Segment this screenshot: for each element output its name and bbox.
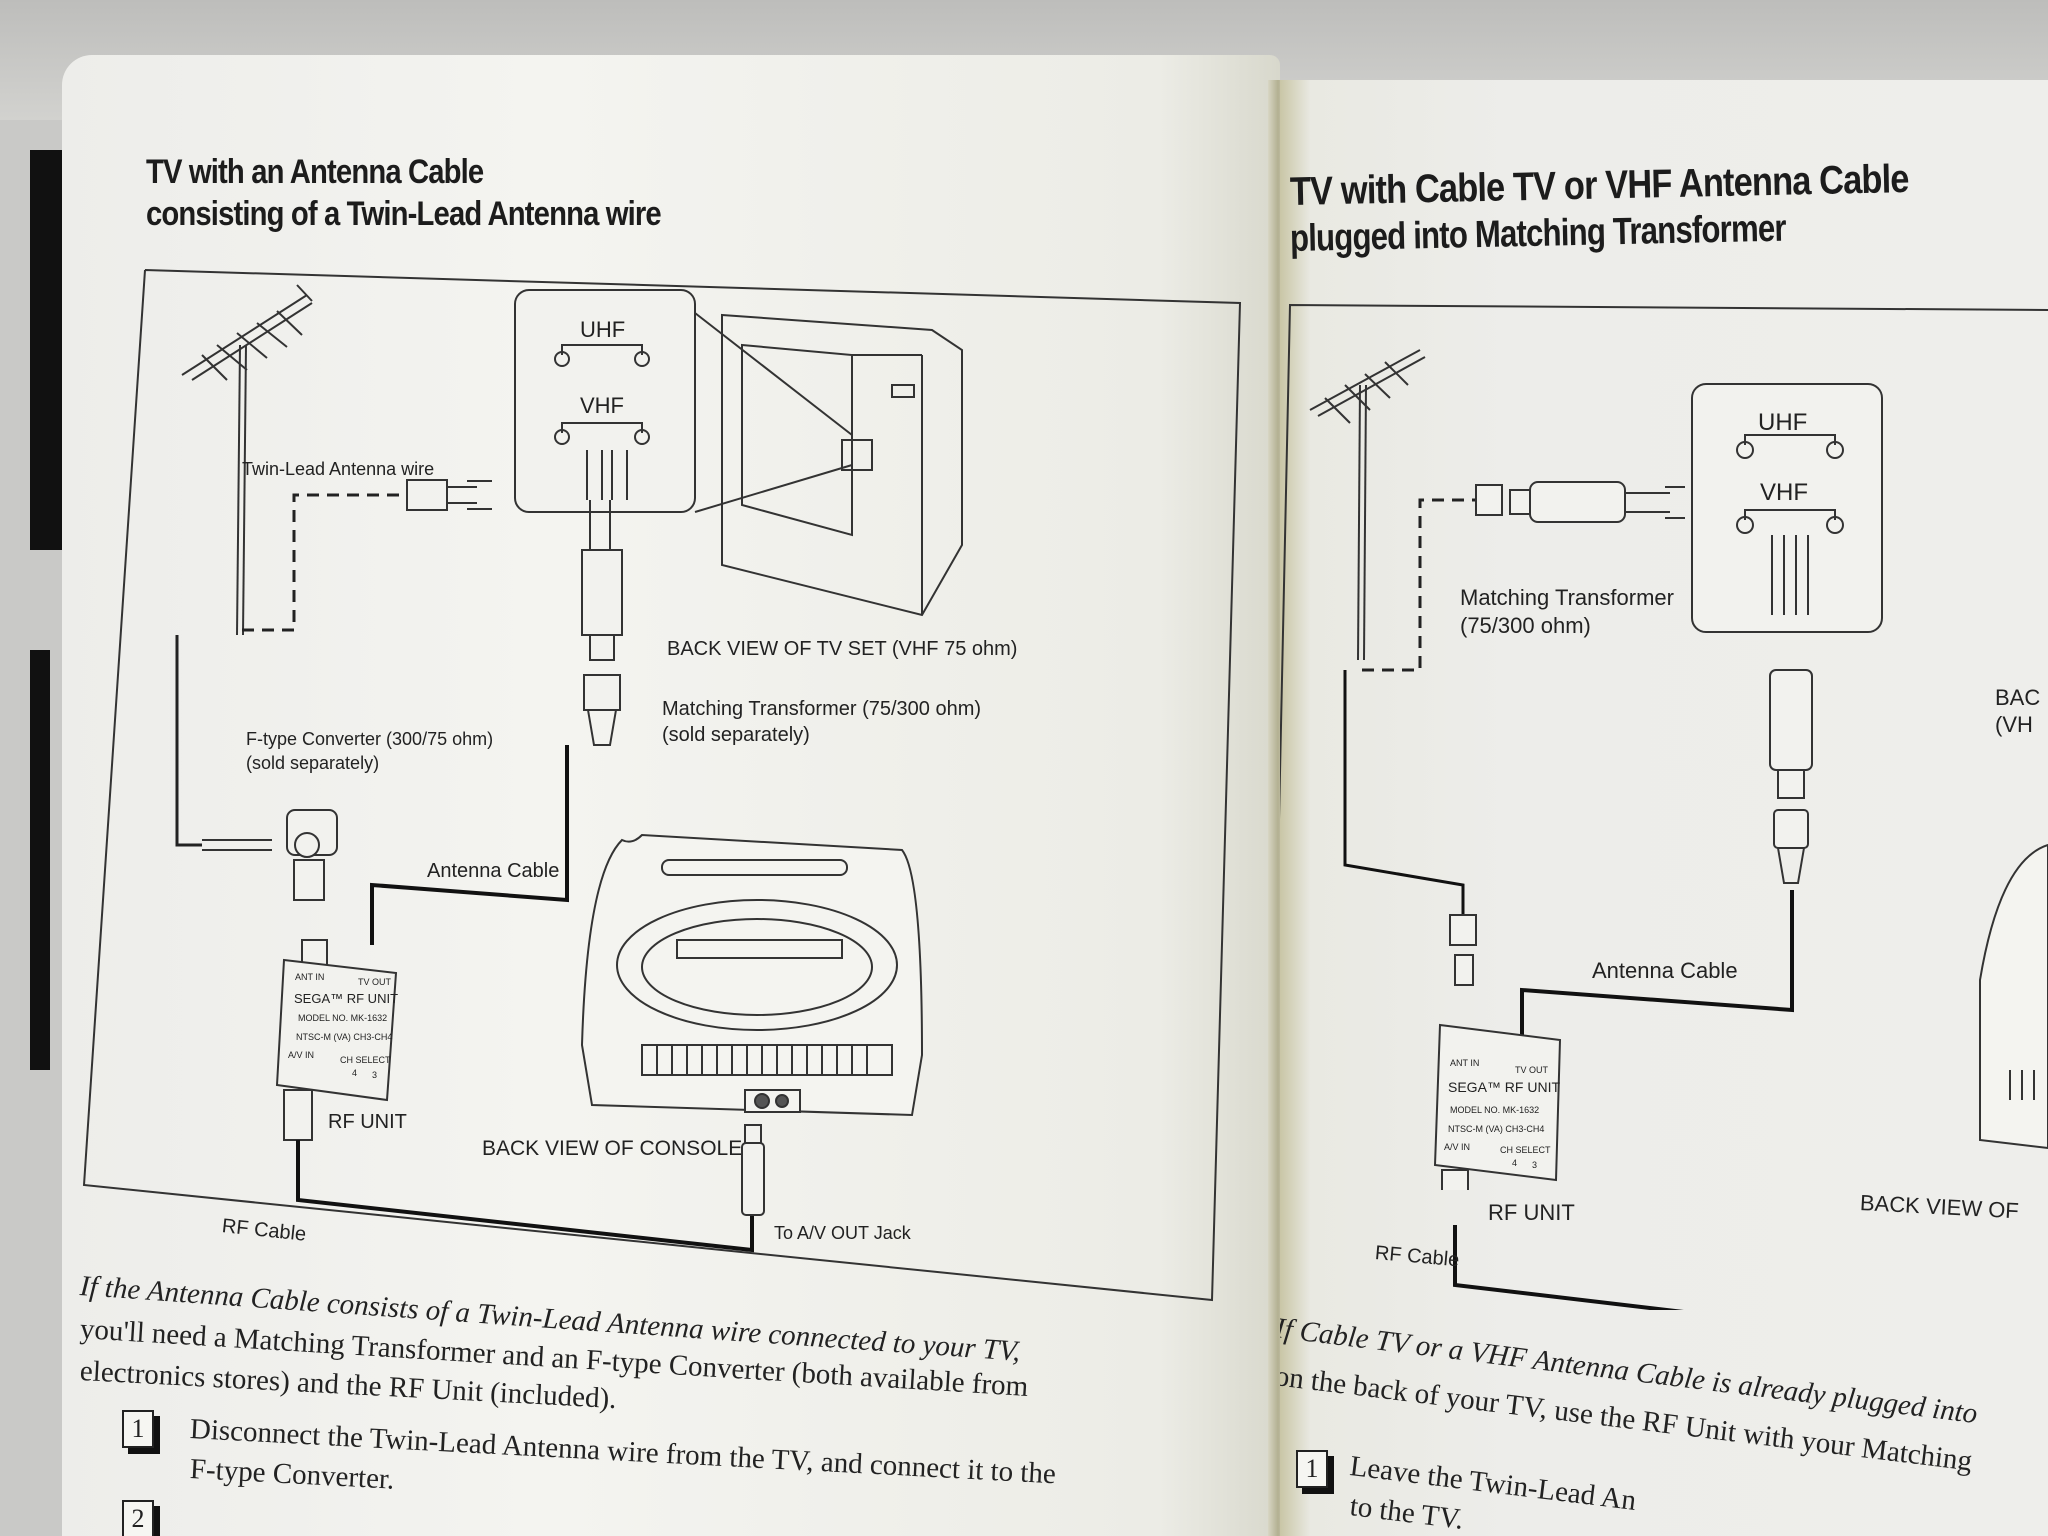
rf-unit-ant-in: ANT IN [1450,1058,1479,1068]
uhf-label: UHF [1758,409,1807,436]
ftype-converter-note: (sold separately) [246,753,379,773]
rf-cable-right [1453,1225,1684,1310]
rf-unit-label: RF UNIT [328,1111,407,1133]
rf-unit-icon [275,939,398,1141]
rf-unit-icon [1433,1023,1562,1190]
tv-back-label-partial: BAC [1995,685,2040,710]
left-connection-diagram: Twin-Lead Antenna wire UHF VHF BACK VIEW… [82,269,1242,1302]
right-connection-diagram: UHF VHF Matching Transformer (75/300 ohm… [1280,303,2048,1190]
tv-back-label: BACK VIEW OF TV SET (VHF 75 ohm) [667,638,1017,660]
left-step1-line2: F-type Converter. [189,1453,396,1496]
vhf-label: VHF [1760,479,1808,506]
terminal-screw-icon [1736,434,1844,615]
console-icon [1979,843,2048,1150]
antenna-feed-line [175,635,202,847]
ftype-converter-icon [202,809,338,901]
antenna-cable-label: Antenna Cable [427,860,559,882]
av-out-label: To A/V OUT Jack [774,1223,911,1243]
antenna-cable [370,745,569,945]
rf-cable [1453,1225,1684,1310]
right-step1-line2: to the TV. [1348,1490,1466,1536]
rf-unit-model: MODEL NO. MK-1632 [1450,1105,1539,1115]
book-edge [30,650,50,1070]
ftype-converter-label: F-type Converter (300/75 ohm) [246,729,493,749]
rf-unit-ntsc: NTSC-M (VA) CH3-CH4 [1448,1124,1544,1134]
rf-unit-av-in: A/V IN [1444,1142,1470,1152]
antenna-cable-label: Antenna Cable [1592,958,1738,983]
matching-transformer-icon [1475,481,1685,523]
tv-back-label-partial2: (VH [1995,712,2033,737]
antenna-icon [1309,349,1426,661]
rf-unit-ch4: 4 [352,1068,357,1078]
step-number-2: 2 [122,1500,154,1536]
matching-transformer-label: Matching Transformer (75/300 ohm) [662,698,981,720]
diagram-frame [1280,303,2048,820]
terminal-screw-icon [554,344,650,500]
rf-cable-label: RF Cable [220,1215,308,1246]
rf-unit-ch-select: CH SELECT [1500,1145,1551,1155]
rf-unit-ntsc: NTSC-M (VA) CH3-CH4 [296,1032,392,1042]
antenna-feed-line [1343,670,1465,915]
matching-transformer-note: (sold separately) [662,724,810,746]
transformer-vertical-icon [1769,669,1813,884]
rf-unit-ant-in: ANT IN [295,972,324,982]
rf-unit-ch-select: CH SELECT [340,1055,391,1065]
console-back-label: BACK VIEW OF CONSOLE [482,1137,742,1160]
matching-transformer-ohm: (75/300 ohm) [1460,613,1591,638]
vhf-label: VHF [580,393,624,418]
antenna-icon [181,284,313,636]
uhf-label: UHF [580,317,625,342]
tv-terminal-panel [1691,383,1883,633]
right-page: TV with Cable TV or VHF Antenna Cable pl… [1280,80,2048,1536]
rf-unit-label: RF UNIT [1488,1200,1575,1225]
rf-cable [296,1140,754,1253]
rf-unit-brand: SEGA™ RF UNIT [294,991,398,1006]
rf-unit-tv-out: TV OUT [1515,1065,1549,1075]
tv-terminal-panel [514,289,696,513]
tv-set-icon [694,312,963,617]
fork-connector-icon [406,479,492,511]
left-page: TV with an Antenna Cable consisting of a… [62,55,1280,1536]
rf-unit-model: MODEL NO. MK-1632 [298,1013,387,1023]
console-icon [580,833,924,1117]
diagram-frame [82,269,1242,1302]
rf-unit-tv-out: TV OUT [358,977,392,987]
rf-unit-ch3: 3 [1532,1160,1537,1170]
step-number-1: 1 [122,1410,154,1448]
av-plug-icon [741,1124,765,1216]
rf-unit-ch4: 4 [1512,1158,1517,1168]
rf-unit-brand: SEGA™ RF UNIT [1448,1079,1560,1095]
matching-transformer-label: Matching Transformer [1460,585,1674,610]
left-page-title-line1: TV with an Antenna Cable [146,153,484,191]
antenna-dashed-wire [1362,498,1475,672]
f-connector-icon [1449,914,1477,986]
left-page-title-line2: consisting of a Twin-Lead Antenna wire [146,195,662,233]
antenna-cable [1520,890,1794,1040]
step-number-1: 1 [1296,1450,1328,1488]
twin-lead-label: Twin-Lead Antenna wire [242,459,434,479]
matching-transformer-icon [581,500,623,746]
rf-unit-av-in: A/V IN [288,1050,314,1060]
rf-unit-ch3: 3 [372,1070,377,1080]
twin-lead-wire [242,493,407,632]
